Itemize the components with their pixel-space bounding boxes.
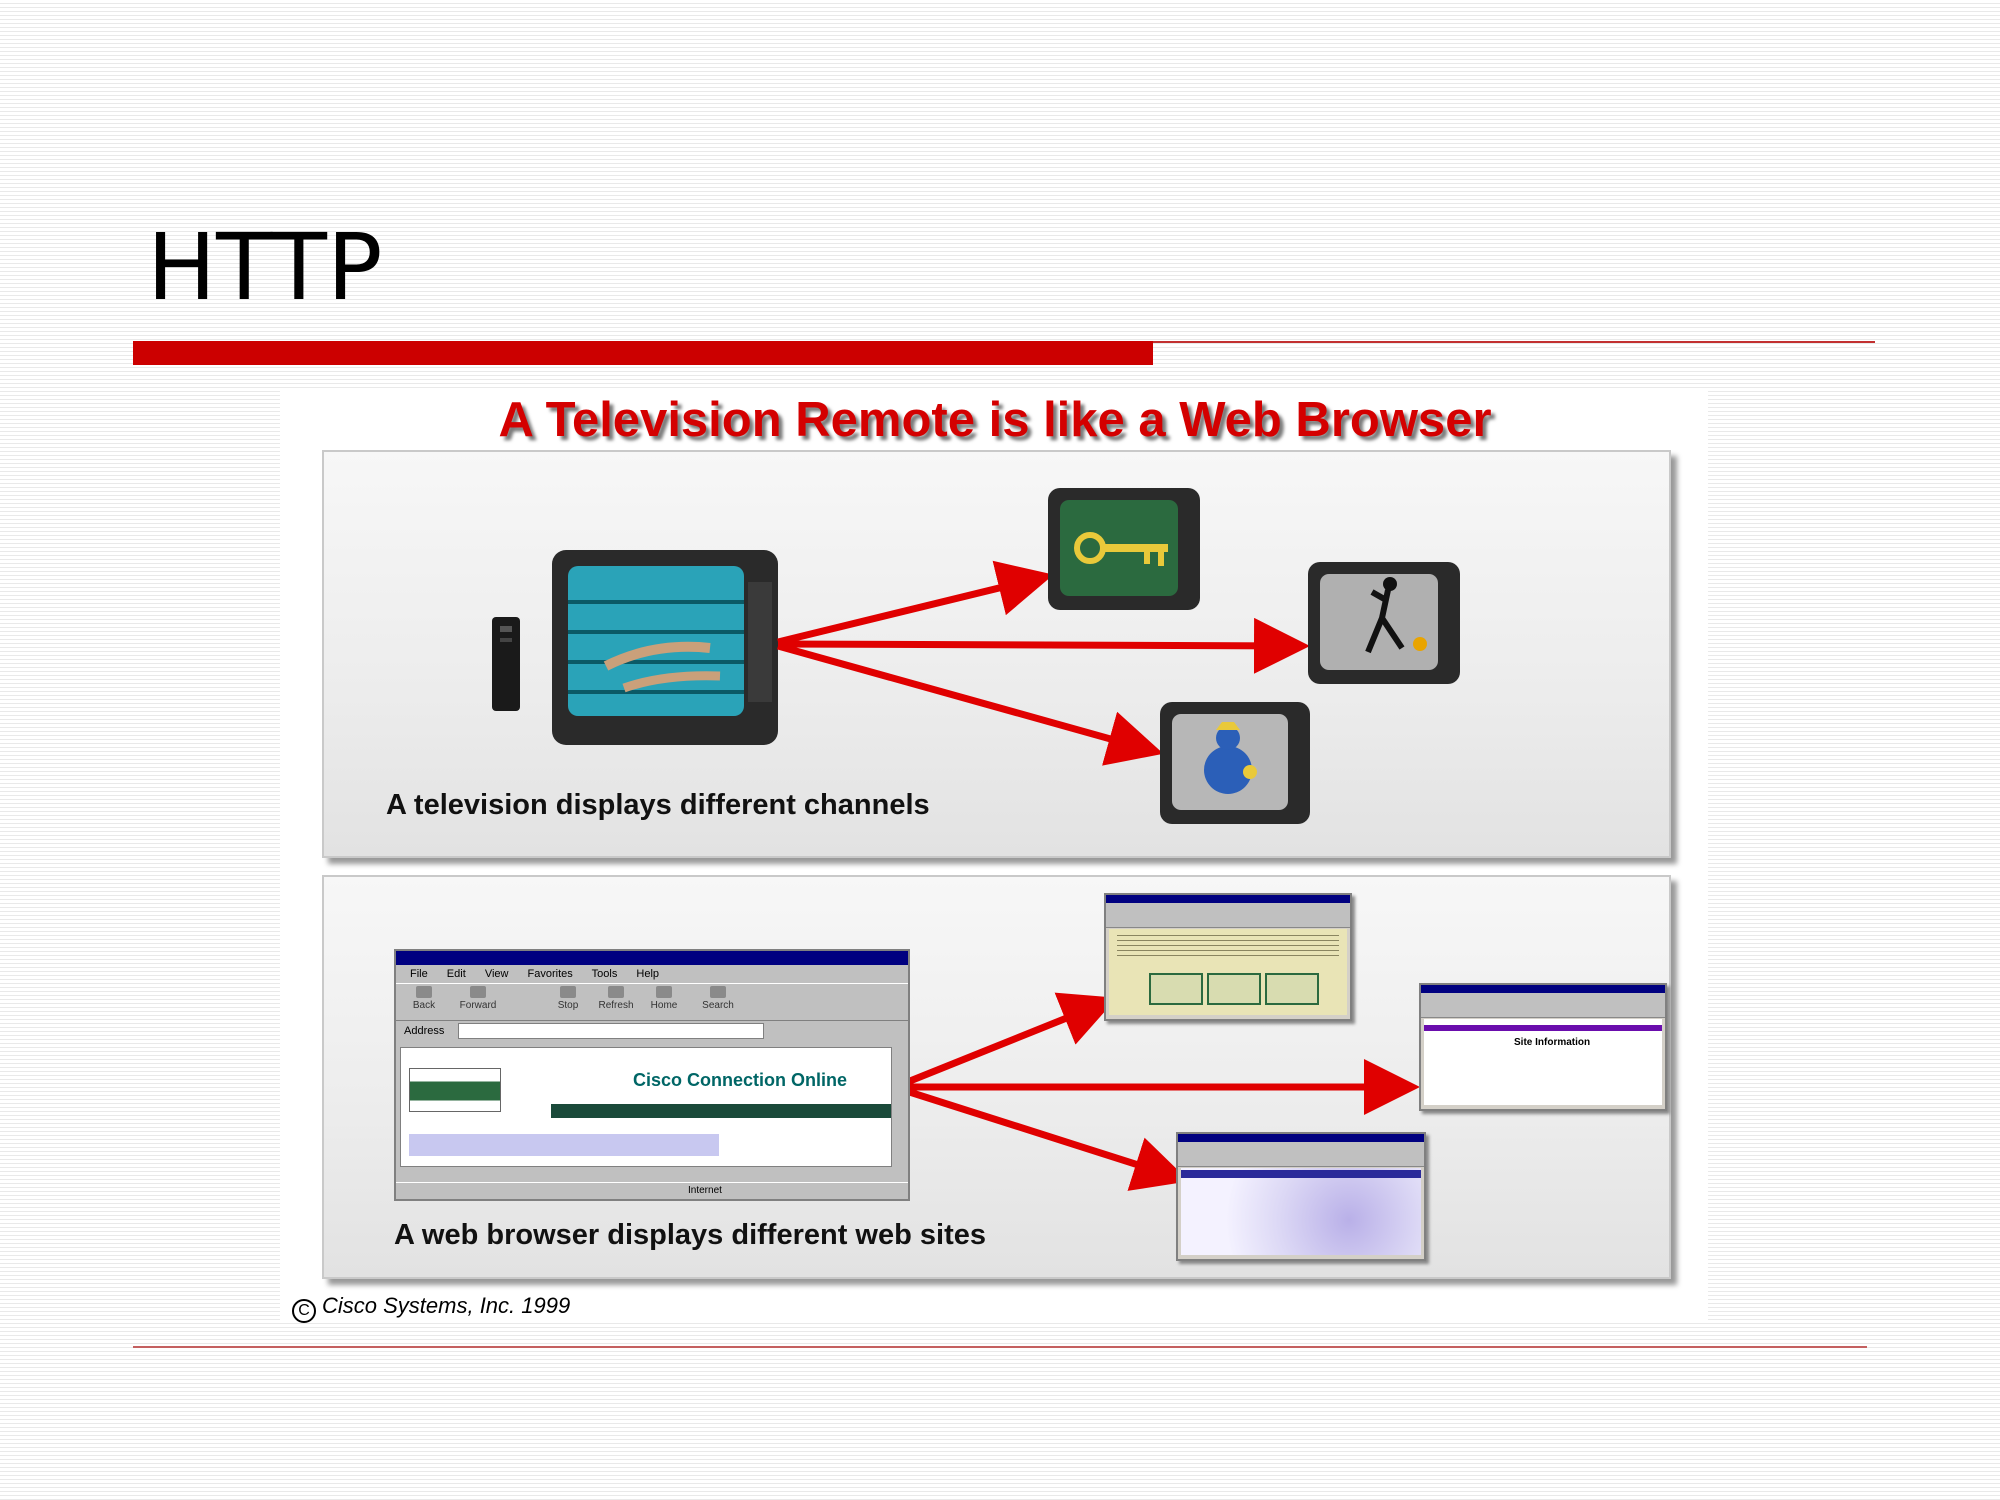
figure-heading: A Television Remote is like a Web Browse… [498, 393, 1492, 447]
main-browser-window: File Edit View Favorites Tools Help Back… [394, 949, 910, 1201]
toolbar-search: Search [696, 986, 740, 1016]
home-icon [656, 986, 672, 998]
site-navbar [551, 1104, 891, 1118]
toolbar-forward: Forward [456, 986, 500, 1016]
browser-menubar: File Edit View Favorites Tools Help [396, 965, 908, 983]
site-title: Cisco Connection Online [633, 1070, 848, 1090]
cisco-logo [409, 1068, 501, 1112]
browser-panel: File Edit View Favorites Tools Help Back… [322, 875, 1671, 1279]
stop-icon [560, 986, 576, 998]
menu-help: Help [636, 968, 660, 980]
browser-titlebar [396, 951, 908, 965]
browser-toolbar: Back Forward Stop Refresh Home Search [396, 983, 908, 1021]
browser-content: Cisco Connection Online [400, 1047, 892, 1167]
toolbar-refresh: Refresh [594, 986, 638, 1016]
footer-rule [133, 1346, 1867, 1348]
address-label: Address [404, 1025, 445, 1037]
site-strip [409, 1134, 719, 1156]
menu-file: File [410, 968, 428, 980]
tv-vs-browser-figure: A Television Remote is like a Web Browse… [280, 390, 1708, 1323]
browser-address-bar: Address [396, 1021, 908, 1041]
website-1-screenshot [1104, 893, 1352, 1021]
menu-tools: Tools [591, 968, 618, 980]
slide-title: HTTP [147, 214, 383, 321]
forward-icon [470, 986, 486, 998]
menu-view: View [484, 968, 509, 980]
tv-panel: A television displays different channels [322, 450, 1671, 858]
browser-arrows [898, 992, 1420, 1191]
address-field [458, 1023, 764, 1039]
browser-caption: A web browser displays different web sit… [394, 1219, 986, 1251]
refresh-icon [608, 986, 624, 998]
toolbar-home: Home [642, 986, 686, 1016]
browser-status-bar: Internet [396, 1182, 908, 1199]
title-rule-thin [1153, 341, 1875, 343]
tv-illustration [492, 488, 1460, 824]
remote-control-icon [492, 617, 520, 711]
menu-favorites: Favorites [527, 968, 573, 980]
toolbar-stop: Stop [546, 986, 590, 1016]
status-zone: Internet [688, 1185, 722, 1196]
tv-swimmers-icon [552, 550, 778, 745]
copyright-icon: C [292, 1299, 316, 1323]
tv-character-icon [1160, 702, 1310, 824]
title-rule-thick [133, 341, 1153, 365]
menu-edit: Edit [446, 968, 466, 980]
tv-caption: A television displays different channels [386, 789, 930, 821]
website-2-screenshot: Site Information [1419, 983, 1667, 1111]
website-3-screenshot [1176, 1132, 1426, 1261]
back-icon [416, 986, 432, 998]
tv-dancer-icon [1308, 562, 1460, 684]
tv-key-icon [1048, 488, 1200, 610]
toolbar-back: Back [402, 986, 446, 1016]
search-icon [710, 986, 726, 998]
site-information-heading: Site Information [1514, 1037, 1591, 1048]
